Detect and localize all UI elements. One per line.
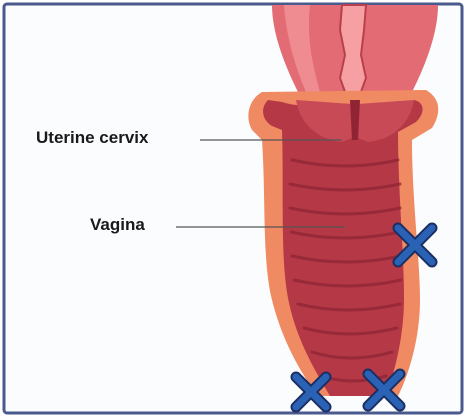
vagina-label: Vagina	[90, 215, 145, 235]
uterine-cervix-label: Uterine cervix	[36, 128, 148, 148]
uterine-canal	[340, 5, 366, 100]
